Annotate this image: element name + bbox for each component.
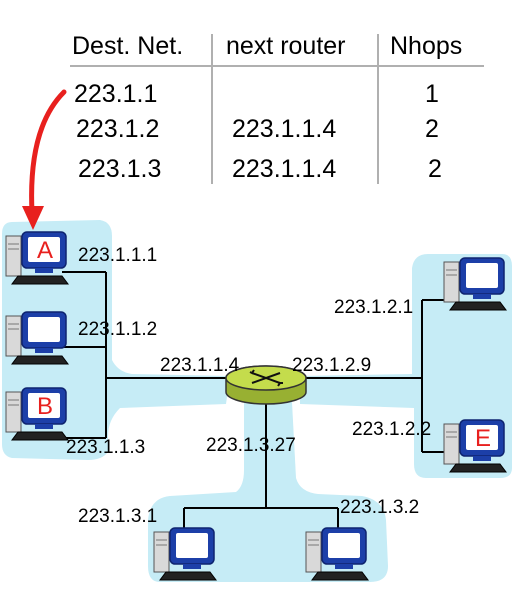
- router-icon: [225, 365, 307, 405]
- header-nhops: Nhops: [390, 32, 463, 60]
- host-letter-b: B: [37, 393, 53, 420]
- row-nhops: 1: [425, 80, 439, 108]
- computer-icon-host-bottom-left: [153, 527, 217, 581]
- host-middle-address: 223.1.1.2: [78, 319, 158, 340]
- header-next-router: next router: [226, 32, 346, 60]
- row-dest: 223.1.2: [76, 115, 160, 143]
- row-next-router: 223.1.1.4: [232, 115, 337, 143]
- row-next-router: 223.1.1.4: [232, 155, 337, 183]
- host-bottom-right-address: 223.1.3.2: [340, 497, 420, 518]
- row-nhops: 2: [425, 115, 439, 143]
- computer-icon-host-middle: [5, 311, 69, 365]
- computer-icon-host-top-right: [443, 257, 507, 311]
- host-e-address: 223.1.2.2: [352, 419, 432, 440]
- arrow-icon: [22, 89, 67, 230]
- row-dest: 223.1.3: [78, 155, 162, 183]
- host-bottom-left-address: 223.1.3.1: [78, 506, 158, 527]
- row-dest: 223.1.1: [74, 80, 158, 108]
- router-if-net1-address: 223.1.1.4: [160, 355, 240, 376]
- host-letter-e: E: [475, 425, 491, 452]
- host-b-address: 223.1.1.3: [66, 437, 146, 458]
- host-a-address: 223.1.1.1: [78, 245, 158, 266]
- header-dest-net: Dest. Net.: [72, 32, 184, 60]
- computer-icon-host-bottom-right: [305, 527, 369, 581]
- router-if-net2-address: 223.1.2.9: [292, 355, 372, 376]
- router-if-net3-address: 223.1.3.27: [206, 435, 296, 456]
- host-letter-a: A: [37, 237, 53, 264]
- host-top-right-address: 223.1.2.1: [334, 297, 414, 318]
- row-nhops: 2: [428, 155, 442, 183]
